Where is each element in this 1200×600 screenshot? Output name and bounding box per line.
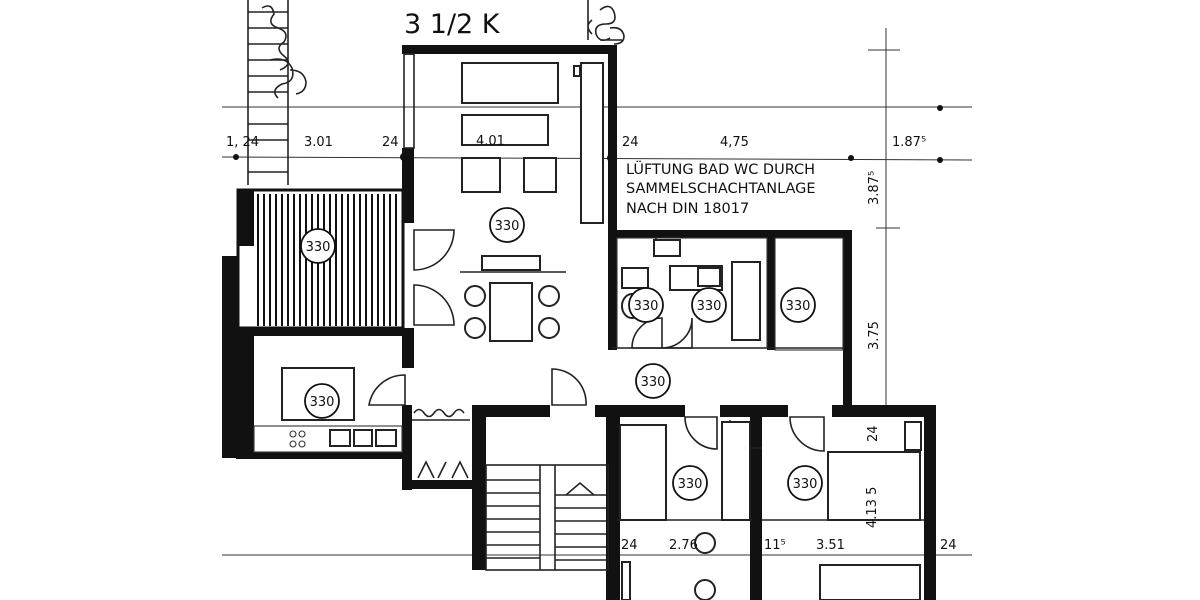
room-tag: 330 (691, 287, 727, 323)
balcony-hatch (257, 194, 397, 326)
room-tag-label: 330 (641, 375, 666, 390)
room-tag-circle (787, 465, 823, 501)
dim-4-01: 4.01 (476, 134, 505, 149)
room-tag-label: 330 (310, 395, 335, 410)
dim-1-24: 1, 24 (226, 135, 259, 150)
dim-24-a: 24 (382, 135, 399, 150)
room-tag-circle (304, 383, 340, 419)
dim-1-875: 1.87⁵ (892, 135, 926, 150)
dim-11-5: 11⁵ (764, 538, 786, 553)
room-tag: 330 (304, 383, 340, 419)
ventilation-note: LÜFTUNG BAD WC DURCH SAMMELSCHACHTANLAGE… (626, 160, 816, 217)
bath-fixtures (621, 239, 761, 341)
plant-scribble-top (587, 0, 625, 45)
staircase (485, 464, 609, 571)
room-tag-circle (691, 287, 727, 323)
dim-3-87: 3.87⁵ (867, 171, 882, 205)
room-tag-circle (780, 287, 816, 323)
bedroom-furniture (619, 421, 922, 600)
room-tag-label: 330 (306, 240, 331, 255)
room-tag: 330 (635, 363, 671, 399)
room-tag-circle (300, 228, 336, 264)
room-tag-circle (489, 207, 525, 243)
dim-4-75: 4,75 (720, 135, 749, 150)
hall-fixtures (413, 408, 469, 479)
living-furniture (460, 62, 604, 342)
plan-title: 3 1/2 K (404, 9, 501, 40)
room-tag-label: 330 (697, 299, 722, 314)
room-tag-circle (635, 363, 671, 399)
room-tag: 330 (300, 228, 336, 264)
room-tag: 330 (780, 287, 816, 323)
dim-3-75: 3.75 (867, 321, 882, 350)
dim-2-76: 2.76 (669, 538, 698, 553)
tree-scribble-left (247, 0, 307, 185)
dim-24-d: 24 (866, 425, 881, 442)
note-line-3: NACH DIN 18017 (626, 201, 749, 217)
note-line-1: LÜFTUNG BAD WC DURCH (626, 160, 815, 178)
dim-24-b: 24 (622, 135, 639, 150)
room-tag-label: 330 (495, 219, 520, 234)
room-tag-label: 330 (678, 477, 703, 492)
room-tag: 330 (672, 465, 708, 501)
walls (222, 45, 936, 600)
dimension-labels: 1, 24 3.01 24 4.01 24 4,75 1.87⁵ 24 2.76… (226, 134, 957, 553)
dim-24-c: 24 (621, 538, 638, 553)
dim-4-135: 4.13 5 (865, 487, 880, 528)
dim-24-e: 24 (940, 538, 957, 553)
room-tag-label: 330 (634, 299, 659, 314)
room-tag-circle (628, 287, 664, 323)
dim-3-01: 3.01 (304, 135, 333, 150)
room-tag: 330 (489, 207, 525, 243)
room-tag-label: 330 (793, 477, 818, 492)
note-line-2: SAMMELSCHACHTANLAGE (626, 181, 816, 197)
room-tags: 330 330 330 330 330 330 330 330 330 (300, 207, 823, 501)
dim-3-51: 3.51 (816, 538, 845, 553)
room-tag: 330 (628, 287, 664, 323)
room-tag-label: 330 (786, 299, 811, 314)
room-tag: 330 (787, 465, 823, 501)
room-tag-circle (672, 465, 708, 501)
doors (368, 229, 825, 452)
dimension-lines (221, 28, 973, 558)
